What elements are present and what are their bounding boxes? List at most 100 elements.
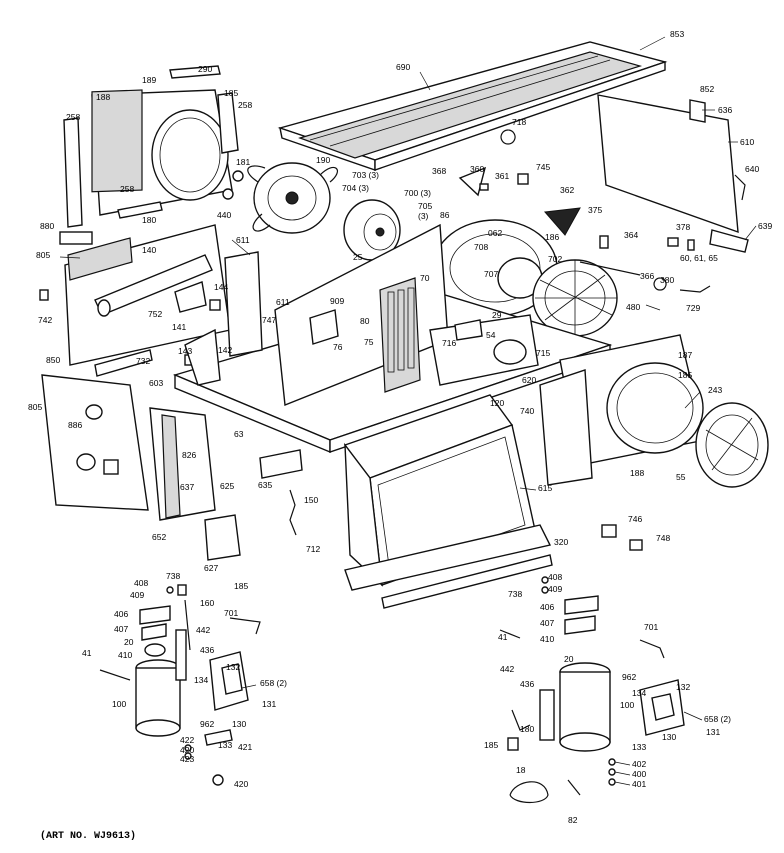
callout-133: 133	[218, 740, 232, 750]
callout-188: 188	[96, 92, 110, 102]
callout-82: 82	[568, 815, 578, 825]
fan-blade-55	[695, 402, 769, 488]
callout-738: 738	[508, 589, 522, 599]
callout-702: 702	[548, 254, 562, 264]
callout-150: 150	[304, 495, 318, 505]
callout-401: 401	[632, 779, 646, 789]
callout-100: 100	[112, 699, 126, 709]
callout-658: 658 (2)	[704, 714, 731, 724]
callout-185: 185	[484, 740, 498, 750]
callout-258: 258	[238, 100, 252, 110]
callout-852: 852	[700, 84, 714, 94]
art-number-caption: (ART NO. WJ9613)	[40, 830, 136, 842]
callout-20: 20	[564, 654, 574, 664]
callout-408: 408	[548, 572, 562, 582]
callout-290: 290	[198, 64, 212, 74]
callout-41: 41	[82, 648, 92, 658]
callout-375: 375	[588, 205, 602, 215]
callout-185: 185	[234, 581, 248, 591]
blower-wheel-480	[532, 259, 618, 337]
callout-718: 718	[512, 117, 526, 127]
callout-406: 406	[114, 609, 128, 619]
callout-75: 75	[364, 337, 374, 347]
callout-18: 18	[516, 765, 526, 775]
callout-705: 705	[418, 201, 432, 211]
callout-55: 55	[676, 472, 686, 482]
callout-361: 361	[495, 171, 509, 181]
callout-610: 610	[740, 137, 754, 147]
left-grille-panel-189	[63, 65, 239, 228]
callout-422: 422	[180, 735, 194, 745]
callout-243: 243	[708, 385, 722, 395]
callout-705-qty: (3)	[418, 211, 429, 221]
callout-187: 187	[678, 350, 692, 360]
callout-80: 80	[360, 316, 370, 326]
callout-625: 625	[220, 481, 234, 491]
callout-745: 745	[536, 162, 550, 172]
callout-423: 423	[180, 754, 194, 764]
callout-406: 406	[540, 602, 554, 612]
callout-886: 886	[68, 420, 82, 430]
callout-652: 652	[152, 532, 166, 542]
callout-258: 258	[66, 112, 80, 122]
callout-880: 880	[40, 221, 54, 231]
callout-185: 185	[678, 370, 692, 380]
callout-130: 130	[232, 719, 246, 729]
callout-640: 640	[745, 164, 759, 174]
callout-400: 400	[632, 769, 646, 779]
callout-707: 707	[484, 269, 498, 279]
callout-712: 712	[306, 544, 320, 554]
callout-611: 611	[236, 235, 250, 245]
callout-25: 25	[353, 252, 363, 262]
callout-160: 160	[200, 598, 214, 608]
callout-850: 850	[46, 355, 60, 365]
callout-368: 368	[432, 166, 446, 176]
compressor-right	[499, 576, 685, 804]
callout-410: 410	[540, 634, 554, 644]
callout-366: 366	[640, 271, 654, 281]
callout-853: 853	[670, 29, 684, 39]
callout-70: 70	[420, 273, 430, 283]
callout-188: 188	[630, 468, 644, 478]
callout-186: 186	[545, 232, 559, 242]
callout-142: 142	[218, 345, 232, 355]
rear-shroud-187	[539, 334, 706, 486]
callout-436: 436	[520, 679, 534, 689]
callout-86: 86	[440, 210, 450, 220]
callout-603: 603	[149, 378, 163, 388]
callout-715: 715	[536, 348, 550, 358]
callout-701: 701	[224, 608, 238, 618]
callout-20: 20	[124, 637, 134, 647]
callout-180: 180	[142, 215, 156, 225]
callout-132: 132	[226, 662, 240, 672]
callout-420: 420	[234, 779, 248, 789]
callout-54: 54	[486, 330, 496, 340]
callout-421: 421	[238, 742, 252, 752]
callout-635: 635	[258, 480, 272, 490]
right-side-panel-610	[597, 94, 749, 253]
callout-100: 100	[620, 700, 634, 710]
callout-805: 805	[28, 402, 42, 412]
callout-742: 742	[38, 315, 52, 325]
compressor-left	[99, 584, 261, 786]
callout-420: 420	[180, 745, 194, 755]
callout-190: 190	[316, 155, 330, 165]
callout-402: 402	[632, 759, 646, 769]
callout-134: 134	[632, 688, 646, 698]
bulkhead-909	[274, 223, 449, 406]
callout-29: 29	[492, 310, 502, 320]
callout-442: 442	[500, 664, 514, 674]
callout-144: 144	[214, 282, 228, 292]
callout-141: 141	[172, 322, 186, 332]
fan-190	[247, 162, 338, 234]
callout-360: 360	[470, 164, 484, 174]
callout-729: 729	[686, 303, 700, 313]
callout-380: 380	[660, 275, 674, 285]
callout-658: 658 (2)	[260, 678, 287, 688]
callout-378: 378	[676, 222, 690, 232]
callout-130: 130	[662, 732, 676, 742]
callout-364: 364	[624, 230, 638, 240]
callout-708: 708	[474, 242, 488, 252]
callout-120: 120	[490, 398, 504, 408]
